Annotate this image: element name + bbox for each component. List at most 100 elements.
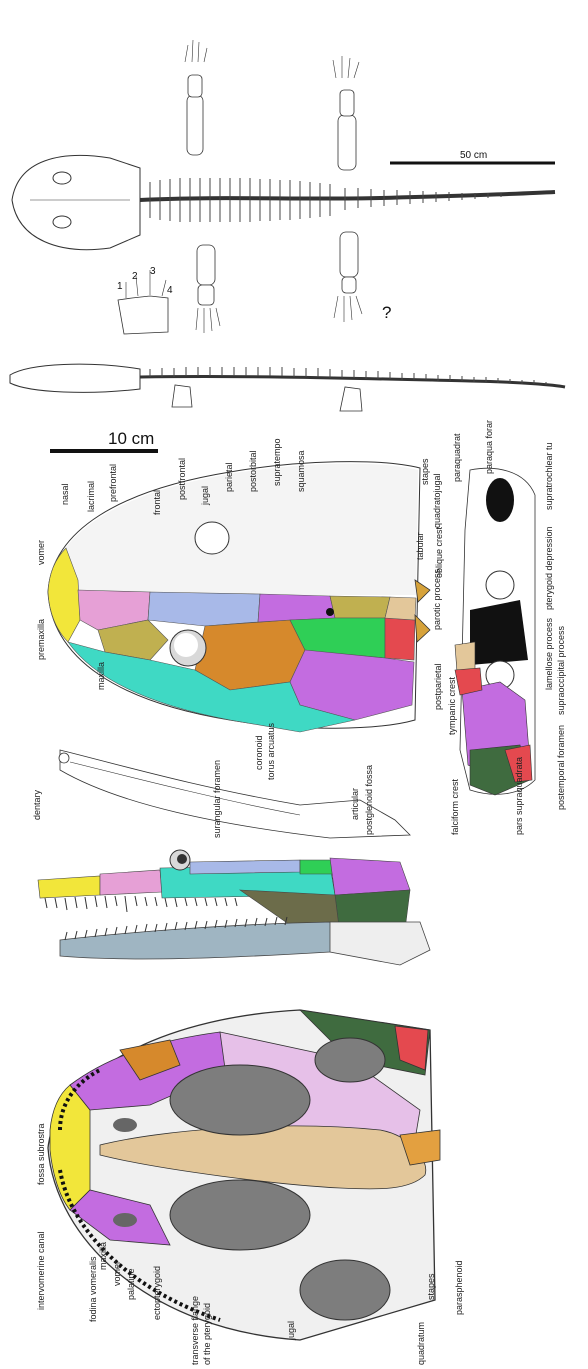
mandible-drawing [58,749,411,839]
lateral-hindlimb [339,386,363,412]
digit-label-2: 2 [132,271,138,282]
label-jugal-palate: jugal [286,1321,296,1341]
palate-choana-lower [113,1213,137,1227]
lateral-forelimb [171,384,193,408]
skull-lateral-drawing [37,849,431,966]
label-frontal: frontal [152,490,162,515]
label-articular: articular [350,788,360,820]
label-tympanic-crest: tympanic crest [447,676,457,735]
palate-tooth-row-lower [58,1169,221,1322]
skull-scale-label: 10 cm [108,429,154,448]
region-postorbital [329,595,391,619]
skeleton-lateral-drawing [9,363,566,412]
palate-region-orange-right [399,1129,441,1166]
skeleton-dorsal-drawing: 1 2 3 4 ? 50 cm [11,39,556,335]
label-vomer-dorsal: vomer [36,540,46,565]
skeleton-hindlimb-lower [333,231,363,322]
skull-dorsal-uncolored [49,463,418,595]
label-surangular-foramen: surangular foramen [212,760,222,838]
label-fossa-subrostra: fossa subrostra [36,1123,46,1185]
label-transverse-flange: transverse flange [190,1296,200,1365]
skeleton-orbit-right [52,215,72,229]
tabular-horn-upper [414,579,431,603]
region-postparietal [384,596,417,621]
occipital-view [454,467,536,796]
label-squamosal: squamosa [296,450,306,492]
skull-dorsal-eye-highlight [174,633,198,657]
label-ectopterygoid: ectopterygoid [152,1266,162,1320]
label-vomer-palate: vomer [112,1261,122,1286]
label-stapes-dorsal: stapes [420,458,430,485]
palate-fenestra-lower-right [299,1259,391,1321]
tabular-horn-lower [414,613,431,643]
label-jugal-dorsal: jugal [200,486,210,506]
label-stapes-palate: stapes [426,1273,436,1300]
label-postglenoid-fossa: postglenoid fossa [364,765,374,835]
label-nasal: nasal [60,483,70,505]
lateral-region-squamosal [329,857,411,896]
label-pars-supraquadrata: pars supraquadrata [514,757,524,835]
label-lacrimal: lacrimal [86,481,96,512]
label-postorbital: postorbital [248,450,258,492]
palate-fenestra-upper [169,1064,311,1136]
label-intervomerine-canal: intervomerine canal [36,1231,46,1310]
skeleton-spine [139,190,556,202]
skeleton-ribs [149,178,502,222]
label-quadratojugal: quadratojugal [432,473,442,528]
label-falciform-crest: falciform crest [450,778,460,835]
palate-region-premaxilla [49,1084,91,1211]
region-parietal [257,593,336,623]
label-postparietal: postparietal [433,663,443,710]
skull-dorsal-panel: 10 cm [0,420,588,840]
lateral-spine [139,374,566,389]
lateral-region-frontal [189,859,301,875]
lateral-lower-jaw [59,921,361,960]
label-dentary: dentary [32,789,42,820]
lateral-region-maxilla [99,869,163,896]
label-prefrontal: prefrontal [108,464,118,502]
label-parotic-process: parotic process [432,568,442,630]
label-oblique-crest: oblique crest [434,526,444,578]
palate-region-orange [119,1039,181,1081]
label-maxilla-dorsal: maxilla [96,662,106,690]
skeleton-dorsal-panel: 1 2 3 4 ? 50 cm [0,0,588,335]
lateral-region-premaxilla [37,875,101,899]
label-tabular: tabular [415,532,425,560]
label-quadratum: quadratum [416,1322,426,1365]
skull-dorsal-outline [47,461,421,729]
palate-fenestra-lower [169,1179,311,1251]
label-of-the-pterygoid: of the pterygoid [202,1303,212,1365]
skull-lateral-panel [0,840,588,990]
region-tabular [384,617,416,661]
skeleton-skull-outline [11,155,141,251]
skeleton-scale-label: 50 cm [460,150,487,161]
lateral-eye-pupil [177,854,187,864]
skull-dorsal-drawing: 10 cm [32,420,566,839]
palate-tooth-row-upper [58,1068,101,1131]
digit-label-3: 3 [150,266,156,277]
label-postemporal-foramen: postemporal foramen [556,725,566,810]
skeleton-hand-detail [117,270,169,335]
lower-teeth [64,916,288,941]
skeleton-lateral-panel [0,335,588,420]
label-supraoccipital-process: supraoccipital process [556,625,566,715]
label-fodina-vomeralis: fodina vomeralis [88,1256,98,1322]
palate-drawing: fossa subrostra intervomerine canal fodi… [36,1009,464,1365]
label-supratemporal: supratempo [272,438,282,486]
skeleton-forelimb-upper [184,39,208,156]
label-maxilla-palate: maxilla [98,1242,108,1270]
skull-dorsal-pineal [326,608,334,616]
label-postfrontal: postfrontal [177,458,187,500]
upper-teeth [44,895,238,913]
palate-fenestra-upper-right [314,1037,386,1083]
palate-region-red [394,1025,429,1071]
lateral-skull-outline [9,363,141,393]
palate-panel: fossa subrostra intervomerine canal fodi… [0,1000,588,1369]
region-lacrimal [97,619,169,661]
label-supratrochlear: supratrochlear tu [544,442,554,510]
skull-dorsal-orbit-upper [194,521,230,555]
label-coronoid: coronoid [254,735,264,770]
palate-choana-upper [113,1118,137,1132]
label-lamellose-process: lamellose process [544,617,554,690]
lateral-neural-spines [149,367,547,385]
